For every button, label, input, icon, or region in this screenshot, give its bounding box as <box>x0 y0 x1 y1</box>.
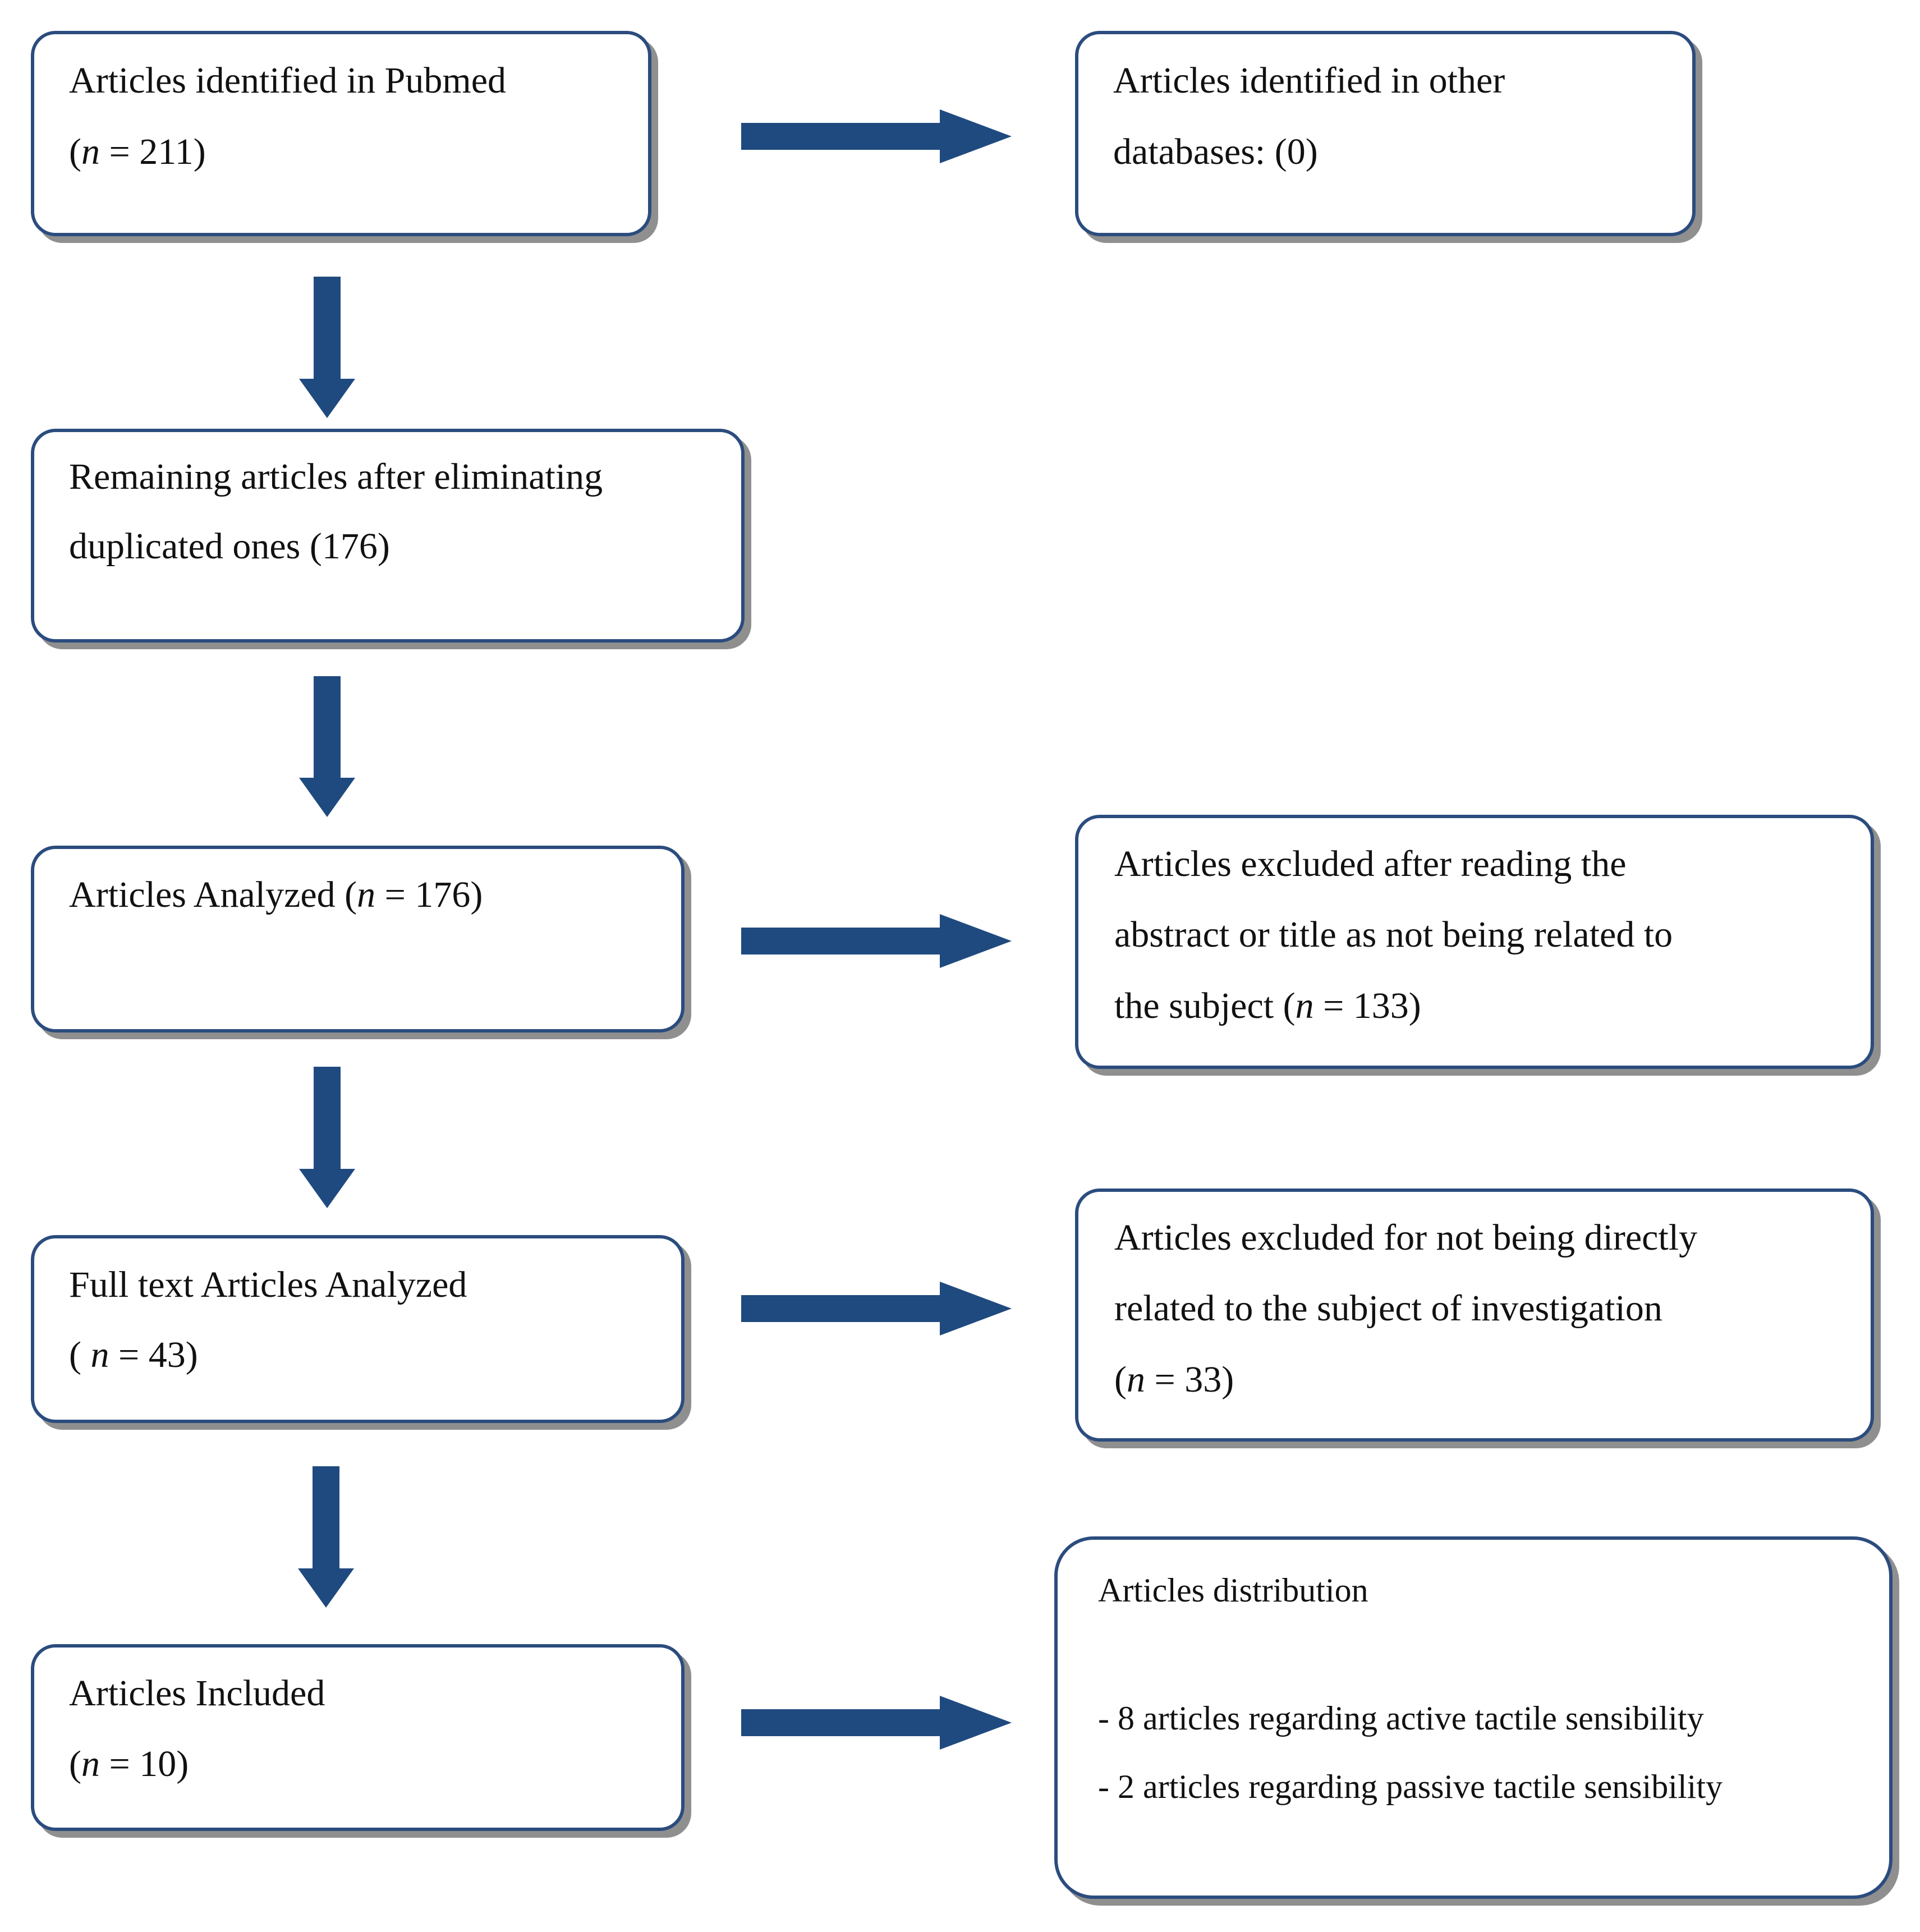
box-count: (n = 33) <box>1114 1359 1234 1400</box>
box-count: ( n = 43) <box>69 1334 198 1375</box>
distribution-item: - 2 articles regarding passive tactile s… <box>1098 1768 1723 1805</box>
box-text: abstract or title as not being related t… <box>1114 914 1673 955</box>
box-text: Full text Articles Analyzed <box>69 1264 467 1305</box>
box-text: Remaining articles after eliminating <box>69 456 603 497</box>
box-included: Articles Included (n = 10) <box>31 1644 685 1831</box>
box-count: (n = 211) <box>69 131 206 172</box>
box-text: Articles identified in other <box>1113 60 1505 101</box>
box-text: related to the subject of investigation <box>1114 1288 1662 1329</box>
box-count: the subject (n = 133) <box>1114 985 1421 1026</box>
box-excluded-subject: Articles excluded for not being directly… <box>1075 1188 1874 1442</box>
box-text: duplicated ones (176) <box>69 526 390 567</box>
box-analyzed: Articles Analyzed (n = 176) <box>31 846 685 1032</box>
box-text: databases: (0) <box>1113 131 1318 172</box>
box-excluded-abstract: Articles excluded after reading the abst… <box>1075 815 1874 1069</box>
box-other-databases: Articles identified in other databases: … <box>1075 31 1696 236</box>
box-text: Articles Included <box>69 1673 325 1714</box>
box-text: Articles Analyzed (n = 176) <box>69 874 483 915</box>
box-text: Articles excluded after reading the <box>1114 843 1627 884</box>
box-remaining: Remaining articles after eliminating dup… <box>31 429 745 643</box>
box-text: Articles identified in Pubmed <box>69 60 507 101</box>
box-full-text: Full text Articles Analyzed ( n = 43) <box>31 1235 685 1423</box>
distribution-item: - 8 articles regarding active tactile se… <box>1098 1700 1704 1737</box>
box-distribution: Articles distribution - 8 articles regar… <box>1054 1536 1893 1899</box>
box-count: (n = 10) <box>69 1743 189 1784</box>
box-text: Articles excluded for not being directly <box>1114 1217 1698 1258</box>
box-title: Articles distribution <box>1098 1572 1368 1609</box>
box-pubmed: Articles identified in Pubmed (n = 211) <box>31 31 651 236</box>
